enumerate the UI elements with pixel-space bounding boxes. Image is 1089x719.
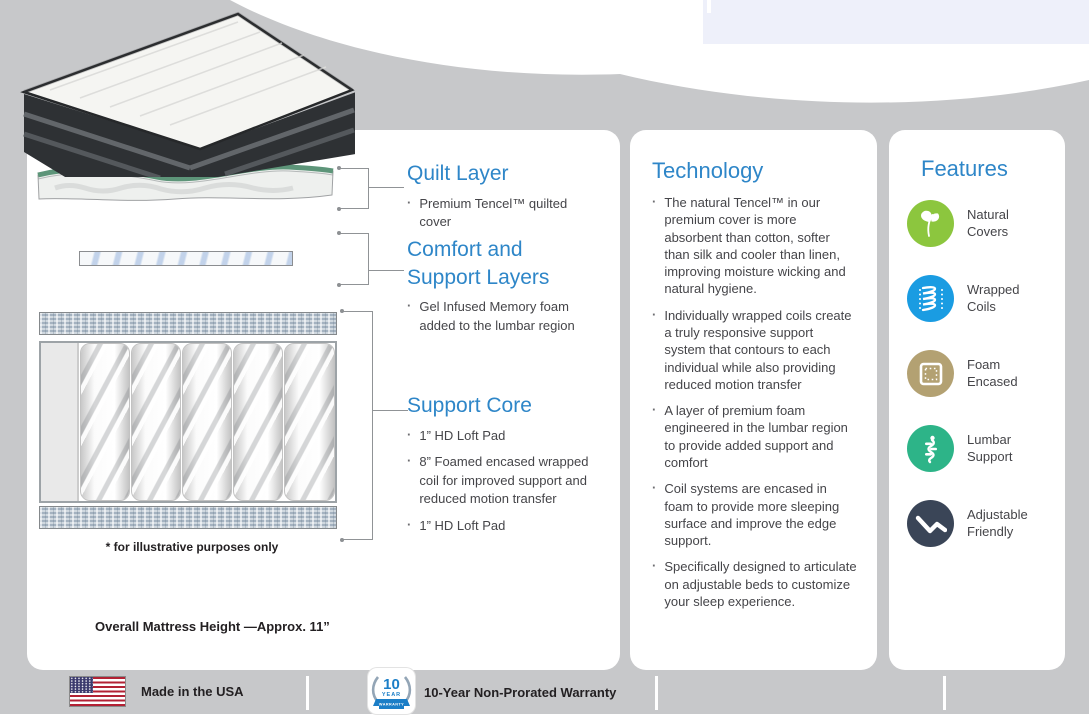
badge-number: 10	[383, 676, 400, 693]
bullet-dot: ·	[652, 402, 657, 418]
coil-illustration	[233, 343, 284, 501]
features-panel: Features Natural Covers	[889, 130, 1065, 670]
foam-encasement-illustration	[41, 343, 79, 501]
loft-pad-bottom-illustration	[39, 506, 337, 529]
loft-pad-top-illustration	[39, 312, 337, 335]
bullet-text: Coil systems are encased in foam to prov…	[664, 481, 840, 549]
features-title: Features	[921, 156, 1008, 181]
technology-panel: Technology · The natural Tencel™ in our …	[630, 130, 877, 670]
feature-natural-covers: Natural Covers	[889, 186, 1065, 261]
footer-divider	[655, 676, 658, 710]
bullet-text: The natural Tencel™ in our premium cover…	[664, 195, 846, 297]
feature-adjustable-friendly: Adjustable Friendly	[889, 486, 1065, 561]
bullet-text: Individually wrapped coils create a trul…	[664, 307, 852, 392]
feature-foam-encased: Foam Encased	[889, 336, 1065, 411]
bullet-text: A layer of premium foam engineered in th…	[664, 403, 848, 470]
bullet-text: 1” HD Loft Pad	[419, 427, 506, 443]
bullet-text: Premium Tencel™ quilted cover	[419, 195, 568, 230]
coil-icon	[907, 275, 954, 322]
illustrative-footnote: * for illustrative purposes only	[105, 540, 279, 554]
layers-panel: * for illustrative purposes only Overall…	[27, 130, 620, 670]
coil-illustration	[79, 343, 130, 501]
coil-illustration	[130, 343, 181, 501]
feature-wrapped-coils: Wrapped Coils	[889, 261, 1065, 336]
bullet-dot: ·	[652, 480, 657, 496]
coil-illustration	[181, 343, 233, 501]
warranty-label: 10-Year Non-Prorated Warranty	[424, 685, 617, 700]
coil-illustration	[284, 343, 335, 501]
bullet-text: Gel Infused Memory foam added to the lum…	[419, 299, 575, 333]
comfort-layer-illustration	[79, 251, 293, 266]
support-core-illustration	[39, 312, 337, 529]
bullet-text: 8” Foamed encased wrapped coil for impro…	[419, 454, 589, 507]
support-core-section: Support Core · 1” HD Loft Pad · 8” Foame…	[407, 392, 599, 543]
feature-lumbar-support: Lumbar Support	[889, 411, 1065, 486]
badge-ribbon: WARRANTY	[379, 703, 404, 707]
footer-divider	[943, 676, 946, 710]
made-in-usa-label: Made in the USA	[141, 684, 244, 699]
feature-label: Foam Encased	[967, 356, 1018, 389]
quilt-layer-bracket	[337, 166, 404, 211]
bullet-dot: ·	[407, 516, 412, 532]
feature-label: Natural Covers	[967, 206, 1009, 239]
support-core-bracket	[340, 309, 408, 542]
technology-title: Technology	[652, 158, 764, 183]
mattress-height-note: Overall Mattress Height —Approx. 11”	[95, 619, 330, 634]
bullet-dot: ·	[652, 194, 657, 209]
section-title: Support Core	[407, 394, 532, 417]
section-title: Quilt Layer	[407, 162, 509, 185]
comfort-support-section: Comfort and Support Layers · Gel Infused…	[407, 236, 599, 343]
comfort-layer-bracket	[337, 231, 404, 287]
coil-unit-illustration	[39, 341, 337, 503]
lumbar-spine-icon	[907, 425, 954, 472]
leaf-icon	[907, 200, 954, 247]
footer-divider	[306, 676, 309, 710]
foam-encased-icon	[907, 350, 954, 397]
bullet-dot: ·	[407, 194, 412, 210]
bullet-text: 1” HD Loft Pad	[419, 517, 506, 533]
bullet-dot: ·	[407, 298, 412, 314]
feature-label: Wrapped Coils	[967, 281, 1020, 314]
bullet-dot: ·	[652, 306, 657, 322]
bullet-text: Specifically designed to articulate on a…	[664, 559, 857, 609]
bullet-dot: ·	[407, 453, 412, 469]
badge-year: YEAR	[382, 692, 401, 698]
feature-label: Adjustable Friendly	[967, 506, 1028, 539]
us-flag	[69, 676, 126, 707]
section-title: Comfort and Support Layers	[407, 238, 550, 289]
feature-label: Lumbar Support	[967, 431, 1013, 464]
ten-year-warranty-badge: 10 YEAR WARRANTY	[368, 668, 415, 714]
quilt-layer-section: Quilt Layer · Premium Tencel™ quilted co…	[407, 160, 599, 240]
bullet-dot: ·	[407, 426, 412, 442]
mattress-product-image	[20, 11, 355, 177]
bullet-dot: ·	[652, 558, 657, 574]
adjustable-bed-icon	[907, 500, 954, 547]
